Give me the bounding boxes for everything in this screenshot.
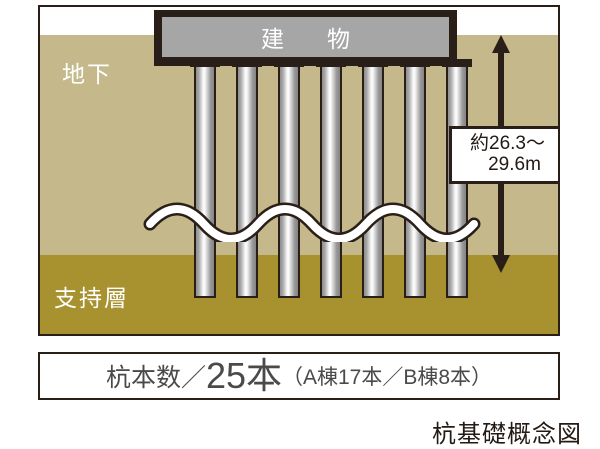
arrow-down-icon	[492, 255, 510, 273]
figure-caption: 杭基礎概念図	[432, 421, 582, 448]
pile-foundation-diagram: 建 物 地下 支持層 約26.3～ 29.6m	[38, 5, 560, 336]
pile-count-prefix: 杭本数／	[105, 364, 206, 392]
pile	[278, 65, 300, 298]
pile-count-box: 杭本数／ 25本 （A棟17本／B棟8本）	[38, 352, 560, 400]
building-block: 建 物	[154, 10, 457, 66]
soil-label-underground: 地下	[62, 61, 112, 87]
soil-label-bearing: 支持層	[54, 285, 129, 311]
pile	[320, 65, 342, 298]
depth-line-2: 29.6m	[488, 154, 541, 175]
pile	[404, 65, 426, 298]
depth-line-1: 約26.3～	[470, 133, 545, 155]
pile-cap	[442, 59, 472, 67]
depth-label-box: 約26.3～ 29.6m	[449, 126, 558, 184]
pile-count-number: 25本	[205, 355, 282, 396]
pile	[194, 65, 216, 298]
arrow-up-icon	[492, 35, 510, 53]
building-label: 建 物	[162, 17, 449, 57]
pile-count-breakdown: （A棟17本／B棟8本）	[282, 366, 493, 389]
pile	[362, 65, 384, 298]
pile	[236, 65, 258, 298]
